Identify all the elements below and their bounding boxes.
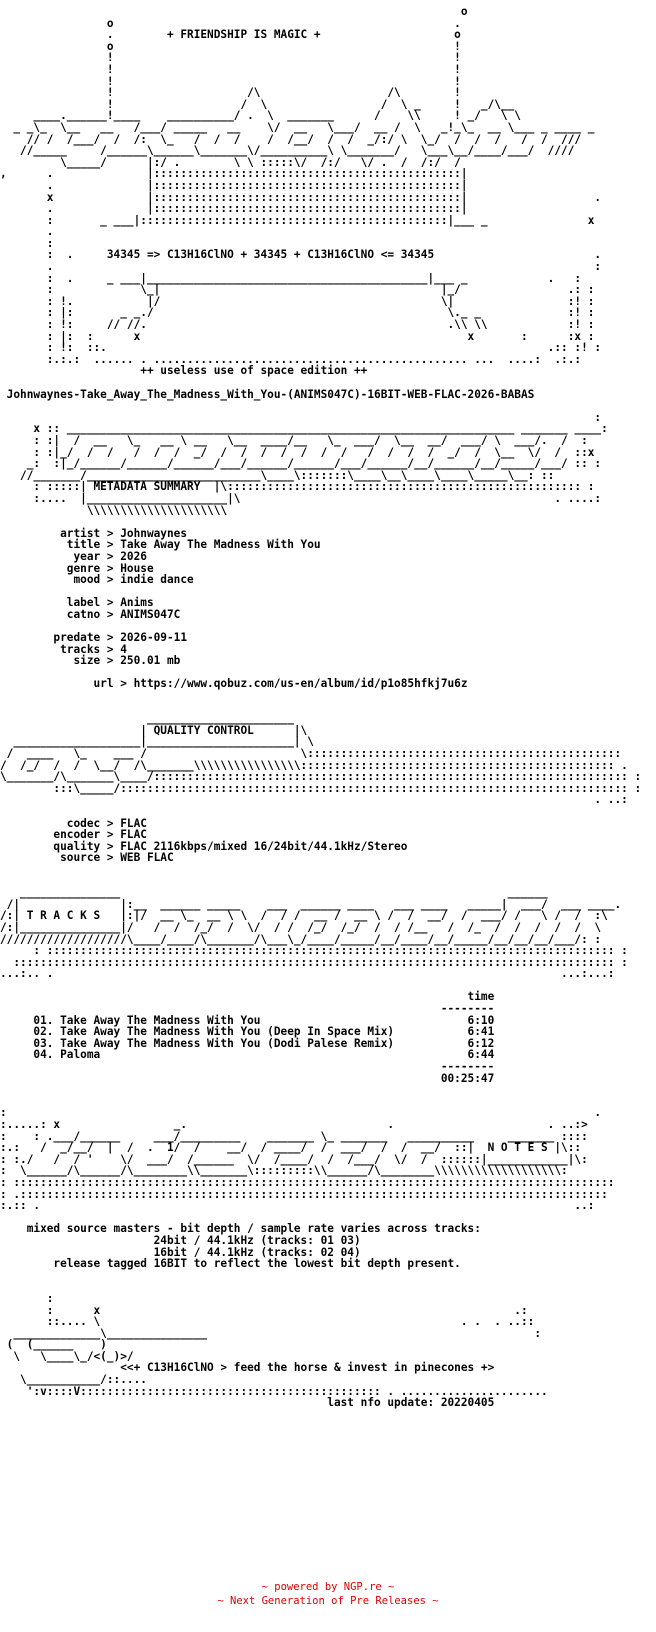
boat-art: : : x .: ::.... \ . . . ..:: ___________… — [6, 1291, 541, 1363]
notes-banner: : . :.....: x _. . . ..:> : : .___/_____… — [0, 1106, 615, 1213]
tracklist: time -------- 01. Take Away The Madness … — [33, 990, 495, 1085]
footer-tagline: ~ Next Generation of Pre Releases ~ — [217, 1595, 439, 1607]
last-update: last nfo update: 20220405 — [0, 1396, 495, 1409]
edition-line: ++ useless use of space edition ++ — [0, 364, 368, 378]
boat-tagline: <<+ C13H16ClNO > feed the horse & invest… — [0, 1361, 495, 1375]
metadata-block: artist > Johnwaynes title > Take Away Th… — [53, 526, 468, 691]
header-art: o o . . + FRIENDSHIP IS MAGIC + o o — [0, 6, 602, 366]
boat-footer: \___________/::.... ':v::::V::::::::::::… — [20, 1373, 548, 1398]
tracks-banner: _______________ ______ /| |:__ ______ __… — [0, 886, 628, 981]
notes-text: mixed source masters - bit depth / sampl… — [26, 1222, 481, 1271]
quality-block: codec > FLAC encoder > FLAC quality > FL… — [53, 816, 408, 865]
metadata-banner: : x :: _________________________________… — [20, 410, 608, 517]
footer: ~ powered by NGP.re ~ ~ Next Generation … — [0, 1580, 656, 1608]
powered-by-link[interactable]: ~ powered by NGP.re ~ — [261, 1581, 395, 1593]
nfo-document: o o . . + FRIENDSHIP IS MAGIC + o o — [0, 6, 656, 1409]
quality-banner: ______________________ | QUALITY CONTROL… — [0, 712, 642, 807]
release-name: Johnwaynes-Take_Away_The_Madness_With_Yo… — [0, 387, 535, 401]
